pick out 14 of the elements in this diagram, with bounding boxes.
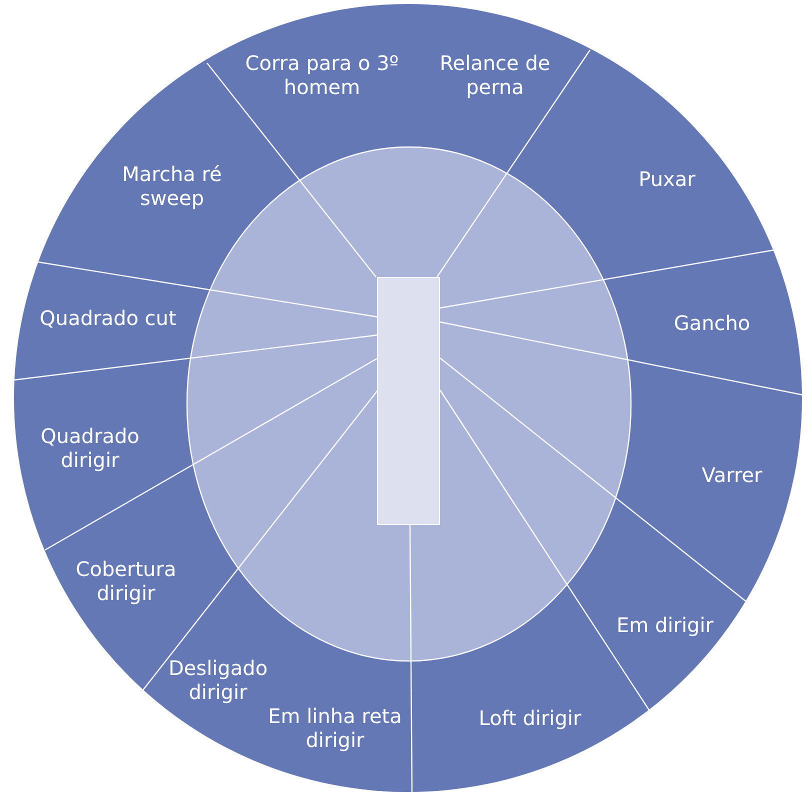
shot-label: Gancho	[652, 311, 772, 335]
shot-label: Corra para o 3º homem	[237, 51, 407, 99]
shot-label: Marcha ré sweep	[97, 162, 247, 210]
shot-label: Quadrado cut	[38, 306, 178, 330]
shot-label: Cobertura dirigir	[56, 557, 196, 605]
pitch-rectangle	[377, 277, 440, 525]
shot-label: Puxar	[607, 167, 727, 191]
shot-label: Loft dirigir	[470, 706, 590, 730]
shot-label: Em linha reta dirigir	[260, 704, 410, 752]
shot-label: Desligado dirigir	[148, 656, 288, 704]
shot-label: Varrer	[672, 463, 792, 487]
shot-label: Em dirigir	[615, 613, 715, 637]
shot-label: Quadrado dirigir	[20, 424, 160, 472]
shot-label: Relance de perna	[425, 51, 565, 99]
